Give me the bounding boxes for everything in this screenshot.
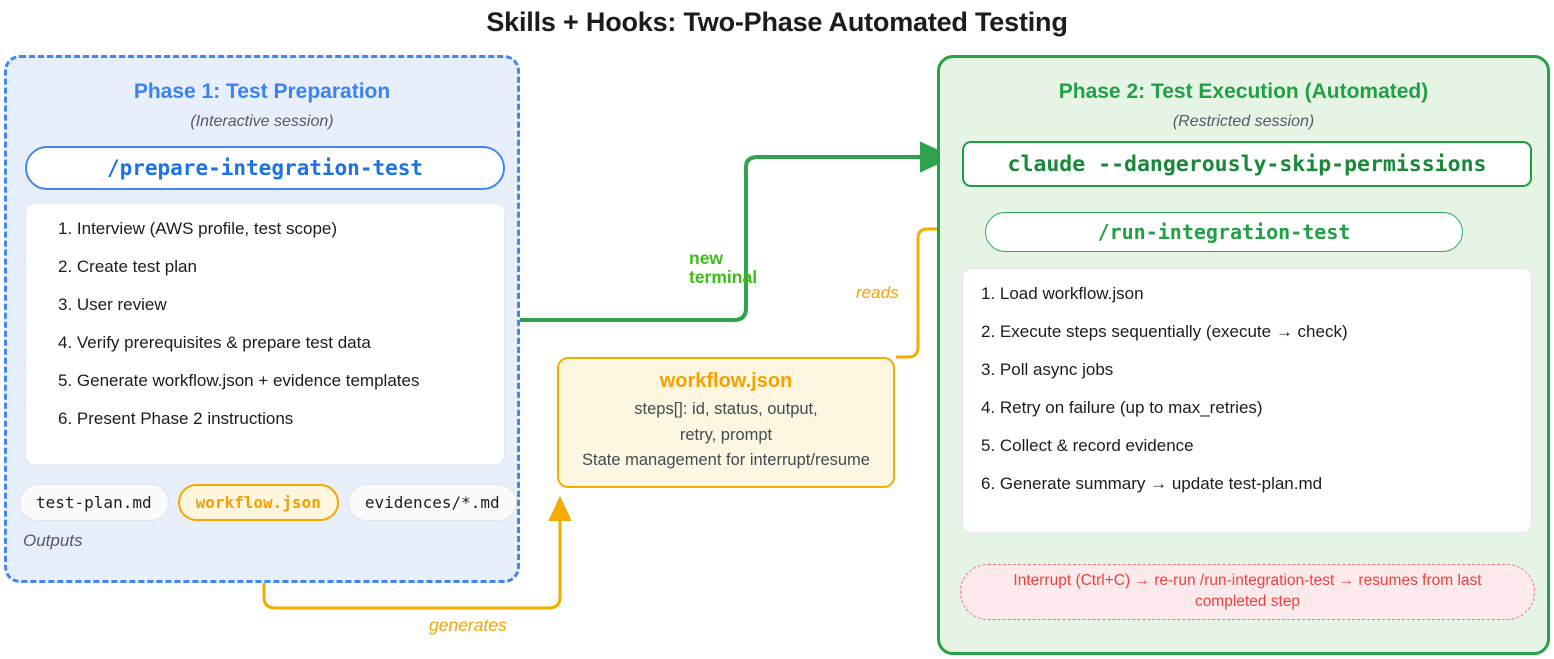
outputs-label: Outputs — [23, 531, 83, 550]
list-item: 6. Generate summary → update test-plan.m… — [981, 474, 1323, 493]
prepare-integration-test-command[interactable]: /prepare-integration-test — [25, 146, 505, 190]
claude-cli-command[interactable]: claude --dangerously-skip-permissions — [962, 141, 1532, 187]
connector-label-reads: reads — [856, 283, 899, 302]
phase-1-heading: Phase 1: Test Preparation — [133, 80, 391, 103]
interrupt-resume-note: Interrupt (Ctrl+C) → re-run /run-integra… — [960, 564, 1535, 620]
phase-2-panel: Phase 2: Test Execution (Automated) (Res… — [937, 55, 1550, 655]
phase-1-subheading: (Interactive session) — [190, 113, 334, 130]
list-item: 3. Poll async jobs — [981, 360, 1114, 379]
list-item: 5. Generate workflow.json + evidence tem… — [58, 371, 420, 390]
list-item: 4. Verify prerequisites & prepare test d… — [58, 333, 371, 352]
file-chip-workflow-json[interactable]: workflow.json — [177, 483, 339, 521]
page-title: Skills + Hooks: Two-Phase Automated Test… — [486, 7, 1068, 37]
file-chip-test-plan[interactable]: test-plan.md — [19, 483, 169, 521]
workflow-json-title: workflow.json — [659, 370, 793, 392]
list-item: 2. Create test plan — [58, 257, 197, 276]
phase-1-steps-card: 1. Interview (AWS profile, test scope) 2… — [25, 203, 505, 465]
list-item: 4. Retry on failure (up to max_retries) — [981, 398, 1263, 417]
phase-2-steps-card: 1. Load workflow.json 2. Execute steps s… — [962, 268, 1532, 533]
list-item: 1. Load workflow.json — [981, 284, 1144, 303]
workflow-json-detail: State management for interrupt/resume — [582, 451, 870, 470]
outputs-chip-row: test-plan.md workflow.json evidences/*.m… — [19, 482, 523, 522]
list-item: 1. Interview (AWS profile, test scope) — [58, 219, 338, 238]
run-integration-test-command[interactable]: /run-integration-test — [985, 212, 1463, 252]
workflow-json-artifact-box: workflow.json steps[]: id, status, outpu… — [557, 357, 895, 488]
list-item: 2. Execute steps sequentially (execute →… — [981, 322, 1348, 341]
workflow-json-detail: retry, prompt — [679, 425, 773, 444]
list-item: 6. Present Phase 2 instructions — [58, 409, 294, 428]
phase-2-subheading: (Restricted session) — [1172, 113, 1315, 130]
list-item: 5. Collect & record evidence — [981, 436, 1194, 455]
phase-1-panel: Phase 1: Test Preparation (Interactive s… — [4, 55, 520, 583]
list-item: 3. User review — [58, 295, 167, 314]
workflow-json-detail: steps[]: id, status, output, — [634, 400, 818, 418]
connector-label-new-terminal: new terminal — [689, 248, 758, 288]
file-chip-evidences[interactable]: evidences/*.md — [347, 483, 517, 521]
connector-label-generates: generates — [429, 615, 507, 635]
phase-2-heading: Phase 2: Test Execution (Automated) — [1058, 80, 1429, 103]
